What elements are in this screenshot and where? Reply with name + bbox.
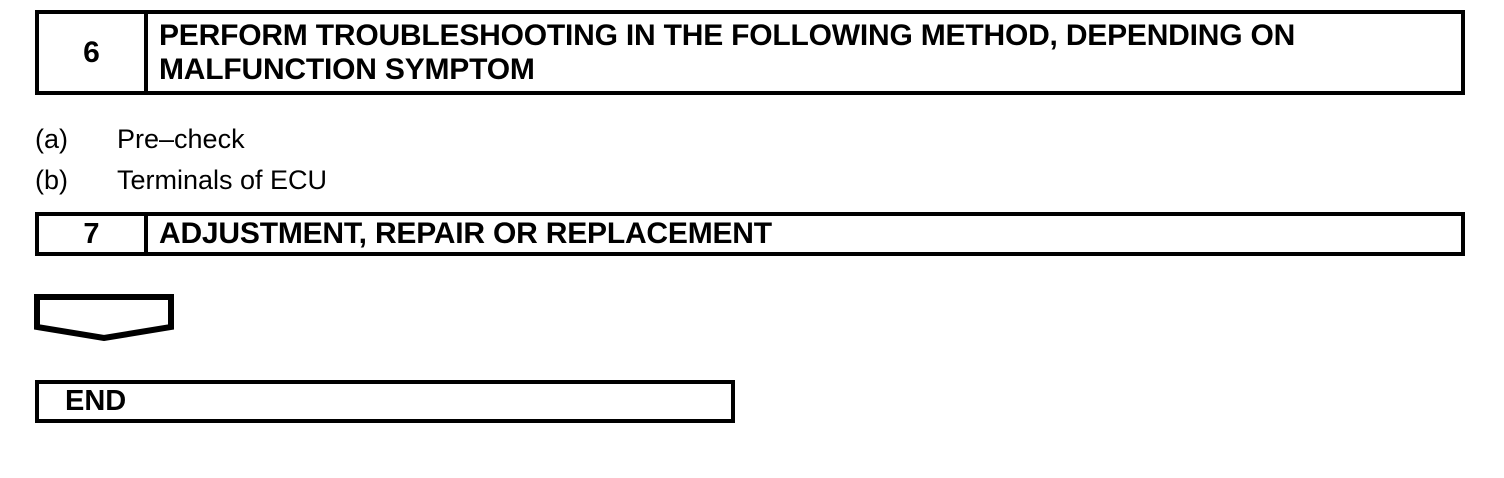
- end-box: END: [35, 380, 735, 423]
- step-number-7: 7: [39, 216, 148, 252]
- step-box-7: 7 ADJUSTMENT, REPAIR OR REPLACEMENT: [35, 212, 1465, 256]
- end-label: END: [65, 385, 127, 417]
- step-title-6: PERFORM TROUBLESHOOTING IN THE FOLLOWING…: [159, 19, 1296, 86]
- sub-item-a: (a) Pre–check: [35, 119, 635, 160]
- sub-item-a-marker: (a): [35, 124, 68, 154]
- step-title-7: ADJUSTMENT, REPAIR OR REPLACEMENT: [159, 217, 772, 250]
- sub-item-b: (b) Terminals of ECU: [35, 160, 635, 201]
- step-box-6: 6 PERFORM TROUBLESHOOTING IN THE FOLLOWI…: [35, 10, 1465, 95]
- sub-item-b-marker: (b): [35, 165, 68, 195]
- sub-item-list: (a) Pre–check (b) Terminals of ECU: [35, 119, 635, 201]
- flow-connector-pentagon-icon: [34, 294, 174, 341]
- sub-item-b-text: Terminals of ECU: [117, 165, 328, 195]
- step-number-6: 6: [39, 14, 148, 91]
- sub-item-a-text: Pre–check: [117, 124, 245, 154]
- pentagon-shape: [34, 294, 174, 341]
